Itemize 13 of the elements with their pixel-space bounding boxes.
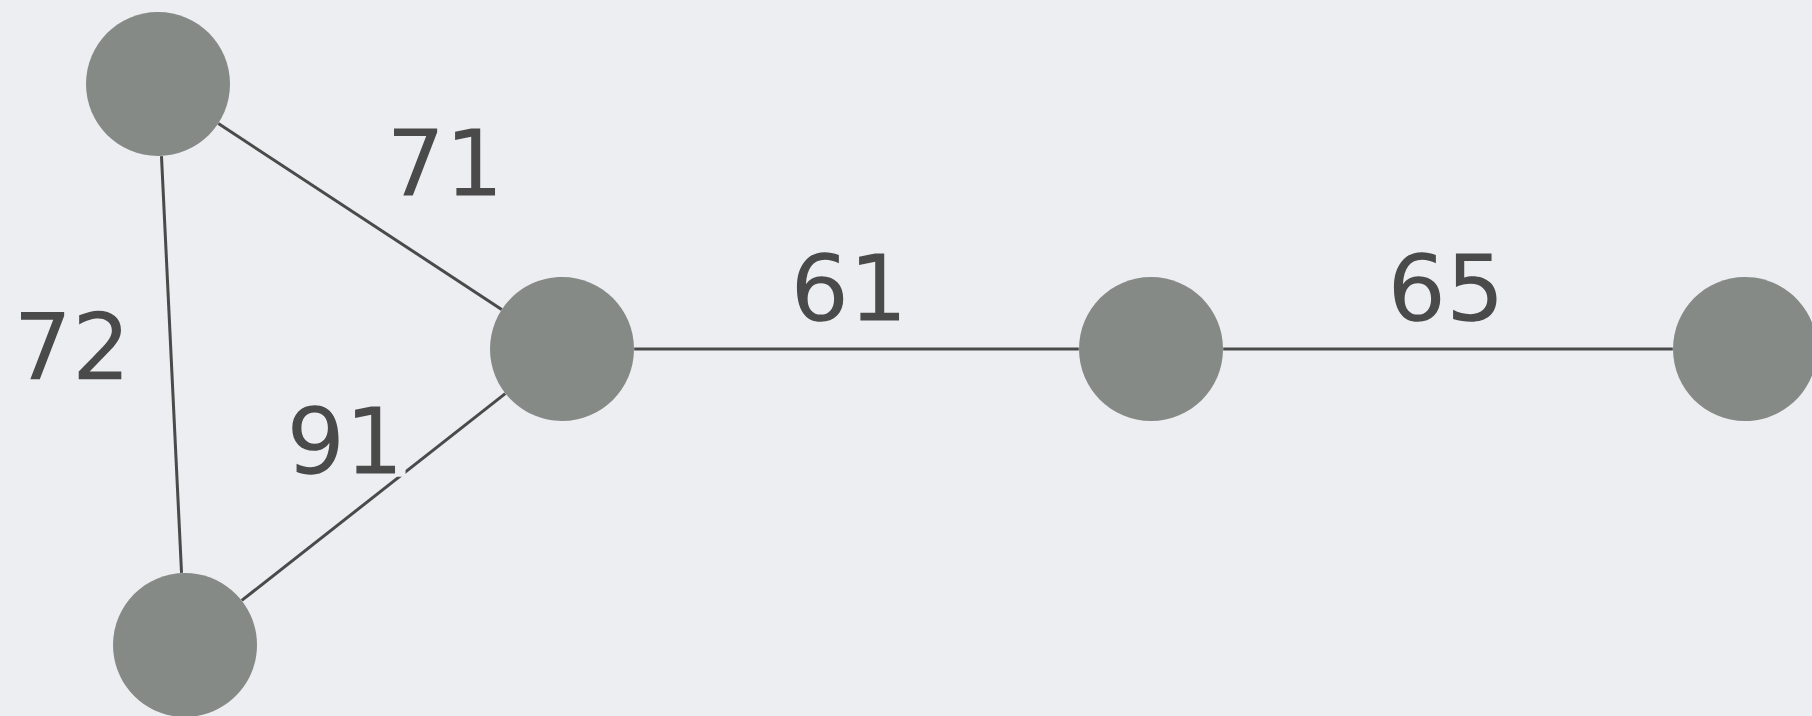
edge-label: 71 <box>384 126 506 198</box>
node-circle <box>1079 277 1223 421</box>
edge-label: 91 <box>284 403 406 477</box>
node-circle <box>490 277 634 421</box>
edge-label: 72 <box>11 308 133 382</box>
connector-line <box>240 392 507 602</box>
connector-line <box>634 347 1079 351</box>
connector-line <box>160 156 184 573</box>
node-circle <box>86 12 230 156</box>
connector-line <box>1223 347 1673 351</box>
edge-label: 61 <box>788 250 910 324</box>
edge-label: 65 <box>1385 250 1507 324</box>
connector-line <box>217 122 503 311</box>
